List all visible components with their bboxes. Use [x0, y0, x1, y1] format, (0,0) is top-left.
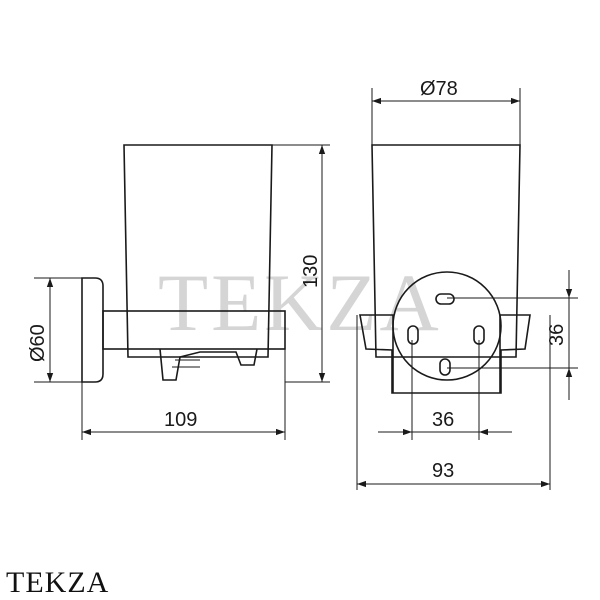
- front-mounting-plate: [392, 271, 502, 381]
- side-wall-flange: [81, 277, 104, 383]
- side-cup: [123, 144, 273, 358]
- mounting-slot-top: [435, 293, 455, 305]
- mounting-slot-left: [407, 325, 419, 345]
- dim-hole-spacing-vertical: 36: [546, 324, 568, 346]
- side-arm: [102, 310, 286, 350]
- front-holder-bracket: [359, 314, 531, 394]
- dim-cup-diameter: Ø78: [420, 78, 458, 100]
- brand-logo: TEKZA: [6, 566, 110, 599]
- dim-overall-width: 93: [432, 460, 454, 482]
- dim-hole-spacing-horizontal: 36: [432, 409, 454, 431]
- dim-depth: 109: [164, 409, 197, 431]
- dim-flange-diameter: Ø60: [27, 324, 49, 362]
- front-view: Ø78 36 36 93: [356, 78, 578, 490]
- front-cup: [371, 144, 521, 358]
- mounting-slot-bottom: [439, 358, 451, 376]
- side-holder-ring: [159, 348, 258, 381]
- watermark-text: TEKZA: [158, 257, 442, 348]
- dim-height: 130: [300, 255, 322, 288]
- side-view: Ø60 130 109: [27, 144, 330, 440]
